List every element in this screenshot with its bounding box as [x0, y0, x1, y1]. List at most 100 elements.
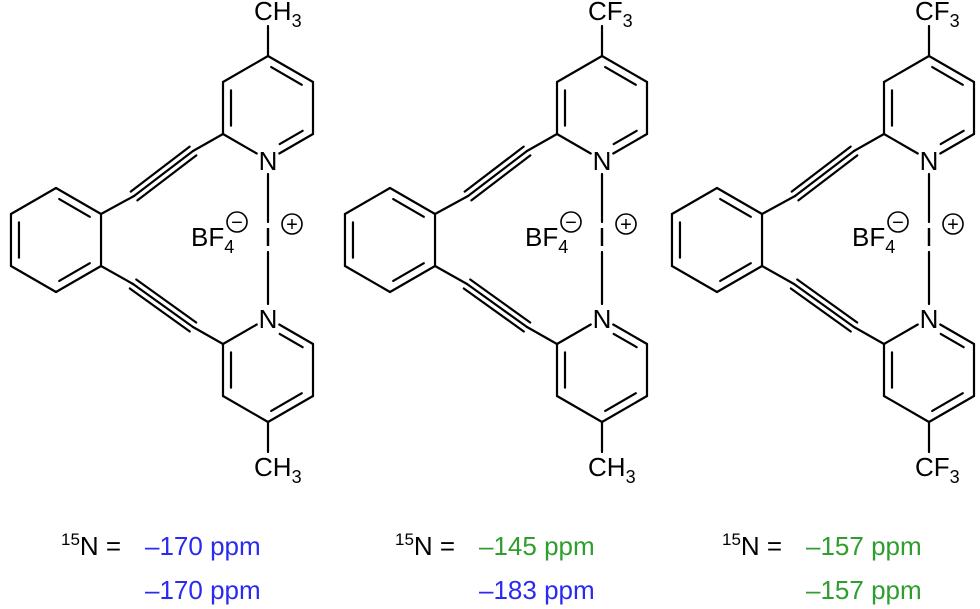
bottom-pyridine-nitrogen-label: N — [259, 304, 278, 334]
bottom-substituent-label: CH3 — [254, 452, 302, 487]
alkyne-link-bond — [99, 264, 135, 286]
counterion-minus-charge: − — [892, 212, 904, 234]
alkyne-link-bond — [852, 325, 886, 346]
top-ring-bond — [927, 54, 976, 84]
bottom-ring-bond — [221, 323, 258, 346]
iodonium-plus-charge-circle — [942, 213, 964, 235]
nmr-shift-label: 15N = — [61, 530, 121, 561]
bottom-alkyne-triple-bond — [465, 282, 529, 329]
benzene-ring-bond — [715, 186, 764, 216]
counterion-minus-charge-circle — [226, 211, 248, 233]
bottom-ring-double-bond — [931, 392, 964, 413]
bottom-ring-bond — [882, 323, 919, 346]
bottom-ring-double-bond — [612, 332, 638, 349]
bottom-substituent-label: CH3 — [588, 452, 636, 487]
bottom-alkyne-triple-bond — [462, 287, 525, 333]
bottom-alkyne-triple-bond — [128, 287, 191, 333]
bottom-ring-bond — [612, 323, 649, 346]
top-ring-double-bond — [939, 129, 965, 146]
iodonium-plus-charge: + — [947, 214, 959, 236]
top-ring-double-bond — [612, 129, 638, 146]
benzene-ring-bond — [54, 264, 103, 294]
benzene-double-bond — [719, 197, 752, 218]
bottom-ring-bond — [927, 394, 976, 424]
benzene-double-bond — [58, 197, 91, 218]
alkyne-link-bond — [525, 132, 559, 153]
iodine-label: I — [598, 222, 605, 252]
benzene-ring-bond — [670, 186, 719, 216]
top-ring-double-bond — [278, 129, 304, 146]
bottom-ring-bond — [221, 394, 270, 424]
top-pyridine-nitrogen-label: N — [593, 146, 612, 176]
top-ring-bond — [600, 54, 649, 84]
nmr-shift-value-1: –145 ppm — [479, 531, 595, 561]
benzene-ring-bond — [670, 264, 719, 294]
nmr-shift-value-1: –170 ppm — [145, 531, 261, 561]
bottom-ring-bond — [882, 394, 931, 424]
bottom-pyridine-nitrogen-label: N — [593, 304, 612, 334]
bottom-ring-bond — [555, 394, 604, 424]
bottom-alkyne-triple-bond — [792, 282, 856, 329]
alkyne-link-bond — [191, 132, 225, 153]
alkyne-link-bond — [760, 264, 796, 286]
top-substituent-label: CH3 — [254, 0, 302, 31]
bottom-ring-bond — [555, 323, 592, 346]
bottom-ring-bond — [600, 394, 649, 424]
benzene-ring-bond — [343, 186, 392, 216]
top-alkyne-triple-bond — [136, 154, 198, 202]
counterion-minus-charge-circle — [887, 211, 909, 233]
iodonium-plus-charge: + — [620, 214, 632, 236]
top-ring-bond — [882, 132, 919, 155]
top-ring-bond — [939, 132, 976, 155]
top-alkyne-triple-bond — [793, 149, 856, 198]
bottom-alkyne-triple-bond — [131, 282, 195, 329]
alkyne-link-bond — [525, 325, 559, 346]
alkyne-link-bond — [433, 194, 470, 216]
top-ring-double-bond — [270, 65, 303, 86]
top-ring-bond — [555, 132, 592, 155]
nmr-shift-value-2: –170 ppm — [145, 575, 261, 605]
bottom-alkyne-triple-bond — [796, 278, 859, 324]
counterion-label: BF4 — [525, 222, 568, 257]
bottom-substituent-label: CF3 — [915, 452, 960, 487]
benzene-ring-bond — [388, 264, 437, 294]
benzene-ring-bond — [715, 264, 764, 294]
top-ring-double-bond — [931, 65, 964, 86]
top-alkyne-triple-bond — [466, 149, 529, 198]
top-ring-bond — [266, 54, 315, 84]
bottom-ring-double-bond — [939, 332, 965, 349]
nmr-shift-value-2: –183 ppm — [479, 575, 595, 605]
benzene-ring-bond — [343, 264, 392, 294]
bottom-ring-bond — [939, 323, 976, 346]
top-ring-bond — [882, 54, 931, 84]
top-ring-bond — [221, 132, 258, 155]
alkyne-link-bond — [760, 194, 797, 216]
iodine-label: I — [264, 222, 271, 252]
top-alkyne-triple-bond — [790, 145, 852, 193]
counterion-label: BF4 — [852, 222, 895, 257]
alkyne-link-bond — [99, 194, 136, 216]
top-ring-bond — [555, 54, 604, 84]
bottom-ring-double-bond — [604, 392, 637, 413]
top-alkyne-triple-bond — [470, 154, 532, 202]
iodonium-plus-charge-circle — [615, 213, 637, 235]
top-ring-bond — [221, 54, 270, 84]
benzene-double-bond — [719, 262, 752, 283]
bottom-alkyne-triple-bond — [789, 287, 852, 333]
nmr-shift-label: 15N = — [722, 530, 782, 561]
bottom-alkyne-triple-bond — [135, 278, 198, 324]
top-substituent-label: CF3 — [588, 0, 633, 31]
iodine-label: I — [925, 222, 932, 252]
iodonium-plus-charge: + — [286, 214, 298, 236]
alkyne-link-bond — [433, 264, 469, 286]
nmr-shift-value-1: –157 ppm — [806, 531, 922, 561]
top-alkyne-triple-bond — [129, 145, 191, 193]
counterion-minus-charge: − — [231, 212, 243, 234]
benzene-ring-bond — [9, 264, 58, 294]
bottom-alkyne-triple-bond — [469, 278, 532, 324]
alkyne-link-bond — [852, 132, 886, 153]
bottom-ring-bond — [266, 394, 315, 424]
benzene-ring-bond — [54, 186, 103, 216]
top-alkyne-triple-bond — [463, 145, 525, 193]
